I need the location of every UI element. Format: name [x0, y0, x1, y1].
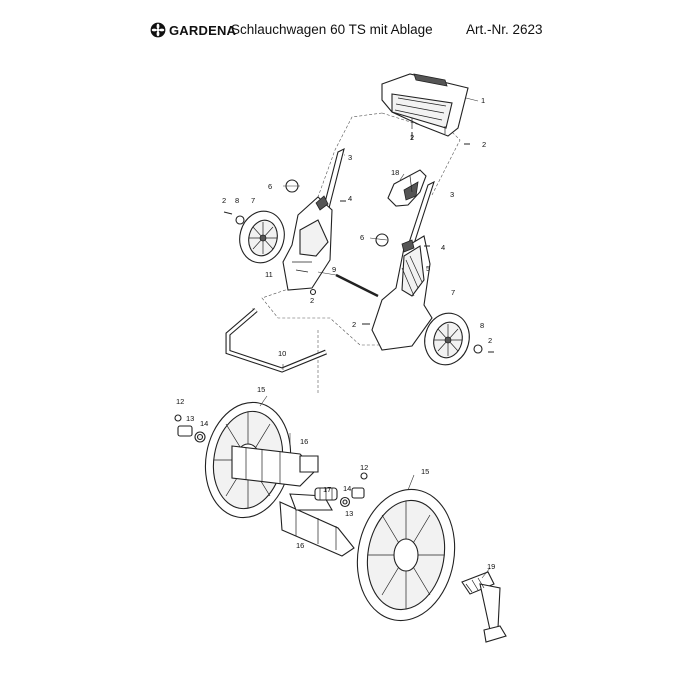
part-clamp	[387, 169, 427, 207]
part-tray	[381, 73, 469, 137]
label-part-2-e: 2	[352, 320, 356, 329]
label-part-12-a: 12	[176, 397, 184, 406]
part-right-frame	[371, 235, 433, 351]
label-part-13-b: 13	[345, 509, 353, 518]
label-part-4-b: 4	[441, 243, 445, 252]
label-part-6-b: 6	[360, 233, 364, 242]
label-part-14-a: 14	[200, 419, 208, 428]
part-left-frame	[282, 195, 333, 291]
label-part-3-a: 3	[348, 153, 352, 162]
label-part-16-b: 16	[296, 541, 304, 550]
label-part-2-b: 2	[482, 140, 486, 149]
label-part-13-a: 13	[186, 414, 194, 423]
label-part-3-b: 3	[450, 190, 454, 199]
brand-name: GARDENA	[169, 22, 237, 38]
label-part-7-a: 7	[251, 196, 255, 205]
label-part-9: 9	[332, 265, 336, 274]
label-part-12-b: 12	[360, 463, 368, 472]
label-part-11: 11	[265, 270, 273, 279]
article-number: Art.-Nr. 2623	[466, 22, 543, 37]
part-right-hub-parts	[362, 132, 494, 354]
label-part-2-c: 2	[222, 196, 226, 205]
label-part-14-b: 14	[343, 484, 351, 493]
part-upper-drum	[231, 445, 319, 487]
part-left-fittings	[174, 414, 206, 443]
label-part-15-b: 15	[421, 467, 429, 476]
label-part-17: 17	[323, 485, 331, 494]
part-left-wheel	[239, 210, 285, 264]
label-part-4-a: 4	[348, 194, 352, 203]
label-part-1: 1	[481, 96, 485, 105]
part-right-wheel	[424, 312, 470, 366]
label-part-8-a: 8	[235, 196, 239, 205]
gardena-logo: GARDENA	[150, 22, 236, 38]
label-part-10: 10	[278, 349, 286, 358]
label-part-16-a: 16	[300, 437, 308, 446]
label-part-15-a: 15	[257, 385, 265, 394]
label-part-6-a: 6	[268, 182, 272, 191]
part-number-labels: 1 2 2 2 2 2 2 3 3 4 4 5 6 6 7 7 8 8 9 10…	[176, 96, 495, 571]
part-lower-drum	[279, 493, 355, 557]
label-part-18: 18	[391, 168, 399, 177]
part-right-fittings	[339, 472, 368, 508]
label-part-2-d: 2	[310, 296, 314, 305]
label-part-2-f: 2	[488, 336, 492, 345]
label-part-8-b: 8	[480, 321, 484, 330]
label-part-7-b: 7	[451, 288, 455, 297]
part-axle	[335, 273, 379, 298]
label-part-5: 5	[426, 264, 430, 273]
part-crank	[461, 571, 507, 643]
product-title: Schlauchwagen 60 TS mit Ablage	[231, 22, 433, 37]
part-right-reel-disc	[356, 488, 456, 622]
label-part-2-a: 2	[410, 133, 414, 142]
part-u-bar	[225, 308, 327, 373]
gardena-flower-logo-icon	[150, 22, 166, 38]
label-part-19: 19	[487, 562, 495, 571]
part-coupling	[314, 487, 338, 501]
callout-leader-lines	[259, 97, 491, 579]
